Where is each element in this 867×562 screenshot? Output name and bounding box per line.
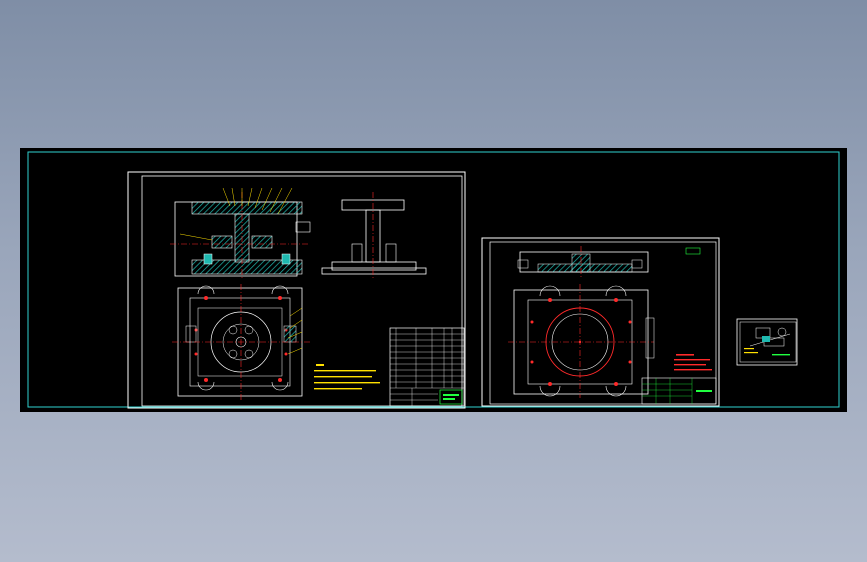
front-section-view — [170, 187, 311, 280]
top-view — [172, 284, 310, 400]
sheet-inner-border — [489, 241, 717, 405]
part-title-block — [641, 377, 717, 405]
sheet-outer-border — [127, 171, 466, 409]
side-view — [321, 192, 427, 278]
part-front-section — [517, 246, 649, 278]
model-frame — [27, 151, 840, 408]
part-plan-view — [508, 284, 655, 398]
sheet-inner-border — [141, 175, 463, 407]
part-notes — [674, 354, 712, 371]
technical-notes — [314, 364, 380, 390]
green-stamp — [685, 247, 701, 255]
cad-viewport[interactable] — [20, 148, 847, 412]
thumbnail-drawing-sheet[interactable] — [736, 318, 798, 366]
cad-drawing — [27, 151, 840, 409]
part-drawing-sheet[interactable] — [481, 237, 720, 407]
assembly-drawing-sheet[interactable] — [127, 171, 466, 409]
title-block — [389, 327, 465, 407]
sheet-outer-border — [481, 237, 720, 407]
